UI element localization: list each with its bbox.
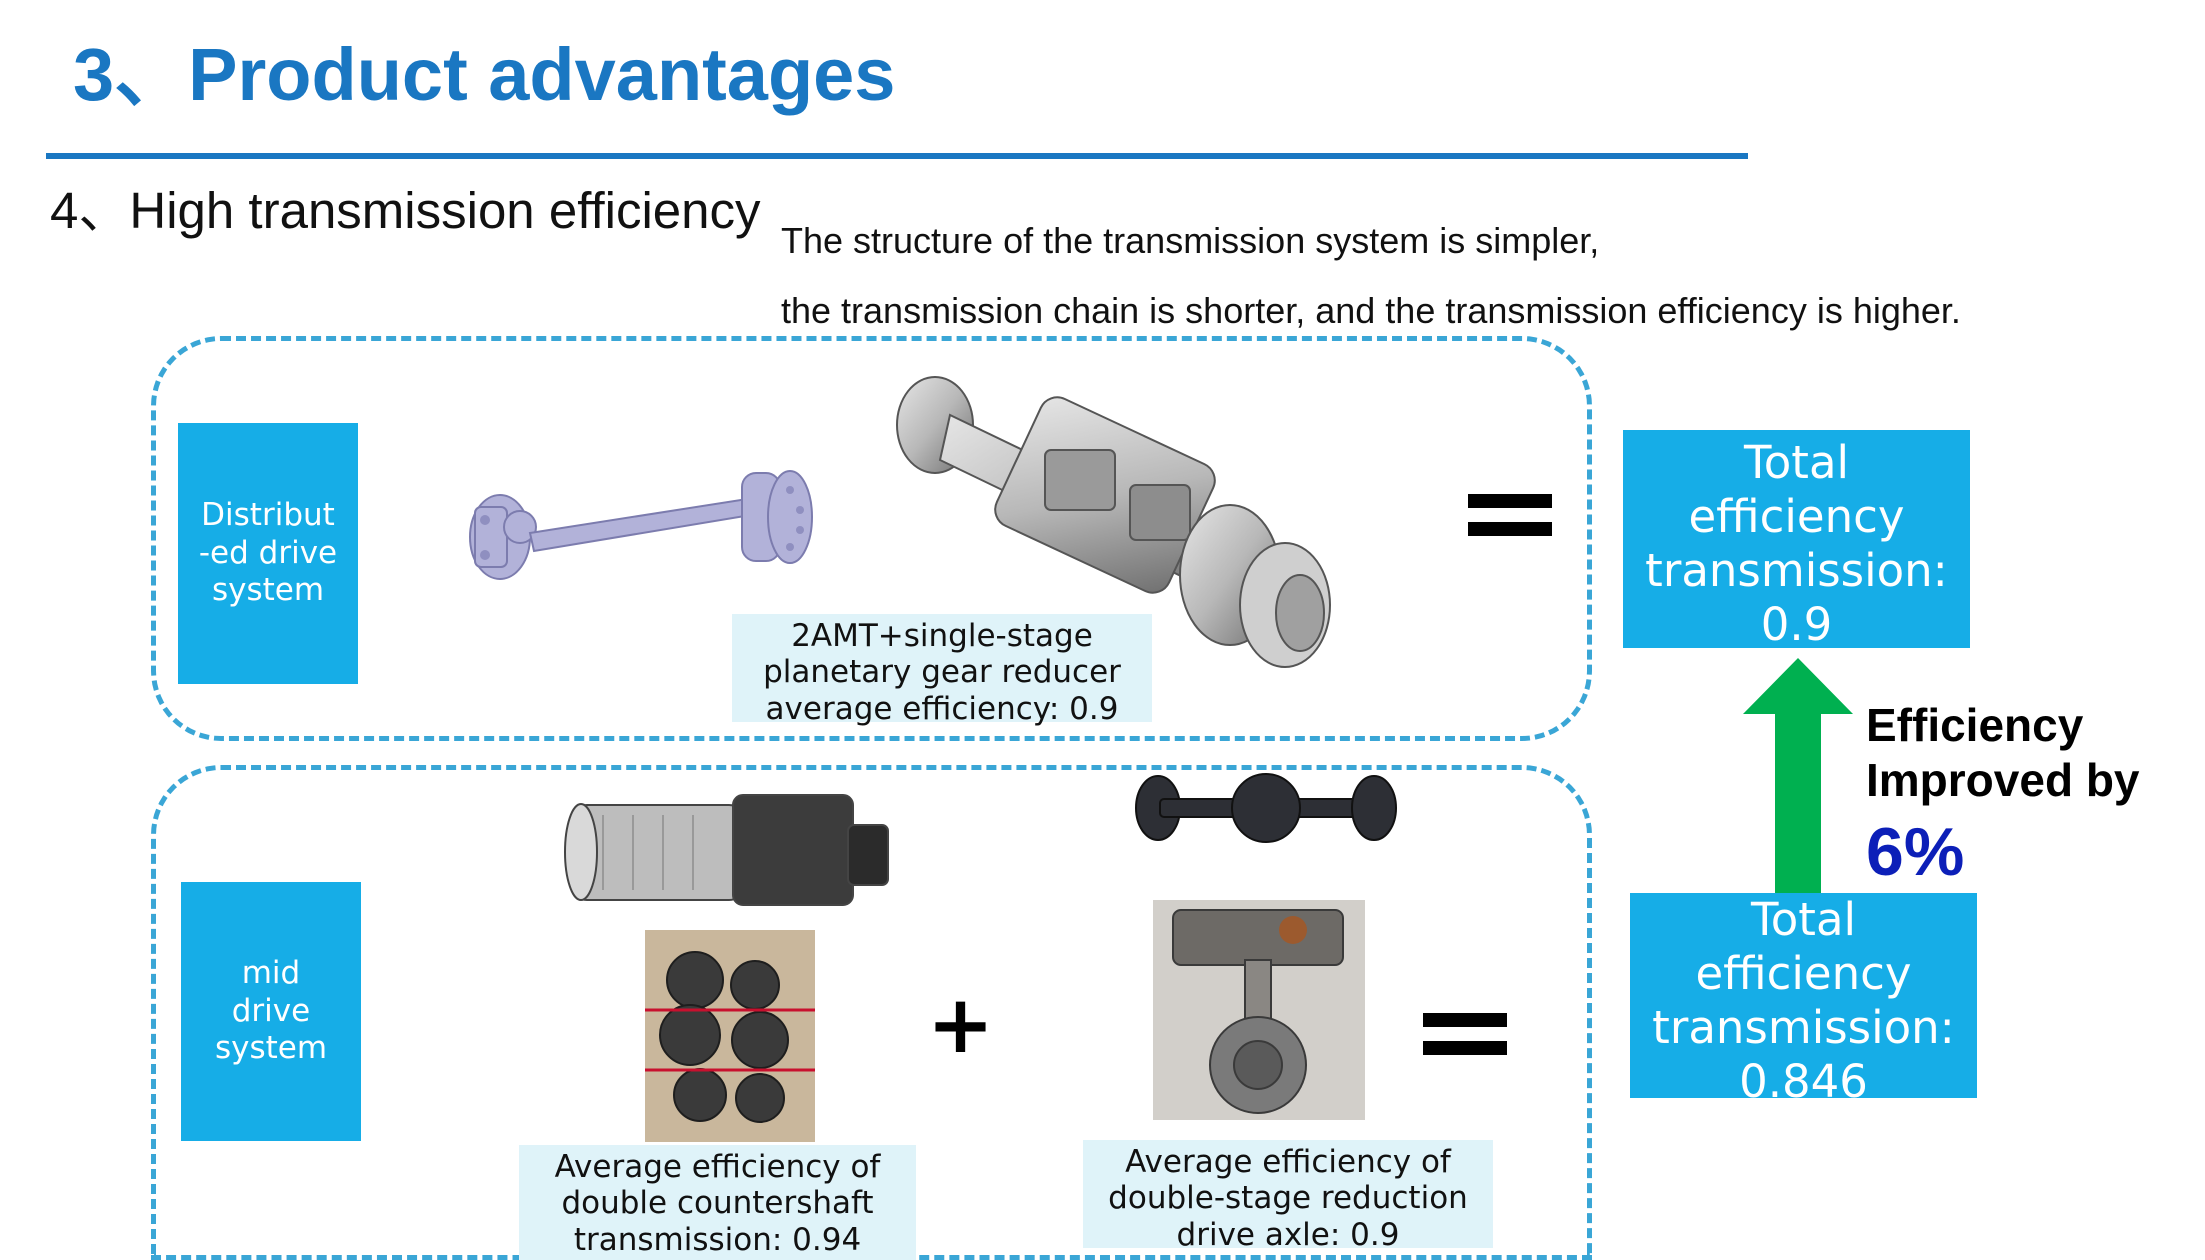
efficiency-improved-label: Efficiency Improved by [1866, 698, 2140, 808]
distributed-total-efficiency-text: Total efficiency transmission: 0.9 [1645, 436, 1948, 651]
reduction-axle-caption-text: Average efficiency of double-stage reduc… [1108, 1144, 1468, 1253]
equals-sign-bottom [1423, 1013, 1507, 1059]
reduction-gear-photo [1153, 900, 1365, 1120]
mid-drive-label-text: mid drive system [214, 954, 328, 1067]
page-title: 3、Product advantages [73, 33, 896, 116]
amt-reducer-caption-text: 2AMT+single-stage planetary gear reducer… [763, 618, 1121, 727]
description-line-1: The structure of the transmission system… [781, 220, 1600, 261]
mid-total-efficiency-text: Total efficiency transmission: 0.846 [1652, 893, 1955, 1108]
axle-assembly-image [896, 376, 1331, 668]
countershaft-transmission-caption: Average efficiency of double countershaf… [519, 1145, 916, 1260]
countershaft-gears-image [645, 930, 815, 1142]
drive-shaft-image [469, 470, 813, 580]
distributed-drive-group [151, 336, 1592, 741]
improvement-up-arrow-icon [1743, 658, 1853, 894]
distributed-total-efficiency-box: Total efficiency transmission: 0.9 [1623, 430, 1970, 651]
motor-gearbox-image [564, 794, 889, 906]
title-divider [46, 153, 1748, 159]
amt-reducer-caption: 2AMT+single-stage planetary gear reducer… [732, 614, 1152, 727]
section-subtitle: 4、High transmission efficiency [50, 182, 761, 239]
equals-sign-top [1468, 494, 1552, 540]
description-line-2: the transmission chain is shorter, and t… [781, 290, 1961, 331]
mid-drive-label: mid drive system [181, 882, 361, 1141]
mid-total-efficiency-box: Total efficiency transmission: 0.846 [1630, 893, 1977, 1108]
distributed-drive-label: Distribut -ed drive system [178, 423, 358, 684]
efficiency-improved-text: Efficiency Improved by [1866, 699, 2140, 807]
reduction-axle-caption: Average efficiency of double-stage reduc… [1083, 1140, 1493, 1253]
plus-sign: + [927, 978, 995, 1071]
countershaft-transmission-caption-text: Average efficiency of double countershaf… [554, 1149, 881, 1258]
distributed-drive-label-text: Distribut -ed drive system [198, 496, 338, 609]
efficiency-improved-value: 6% [1866, 814, 1965, 890]
drive-axle-image [1135, 773, 1397, 843]
